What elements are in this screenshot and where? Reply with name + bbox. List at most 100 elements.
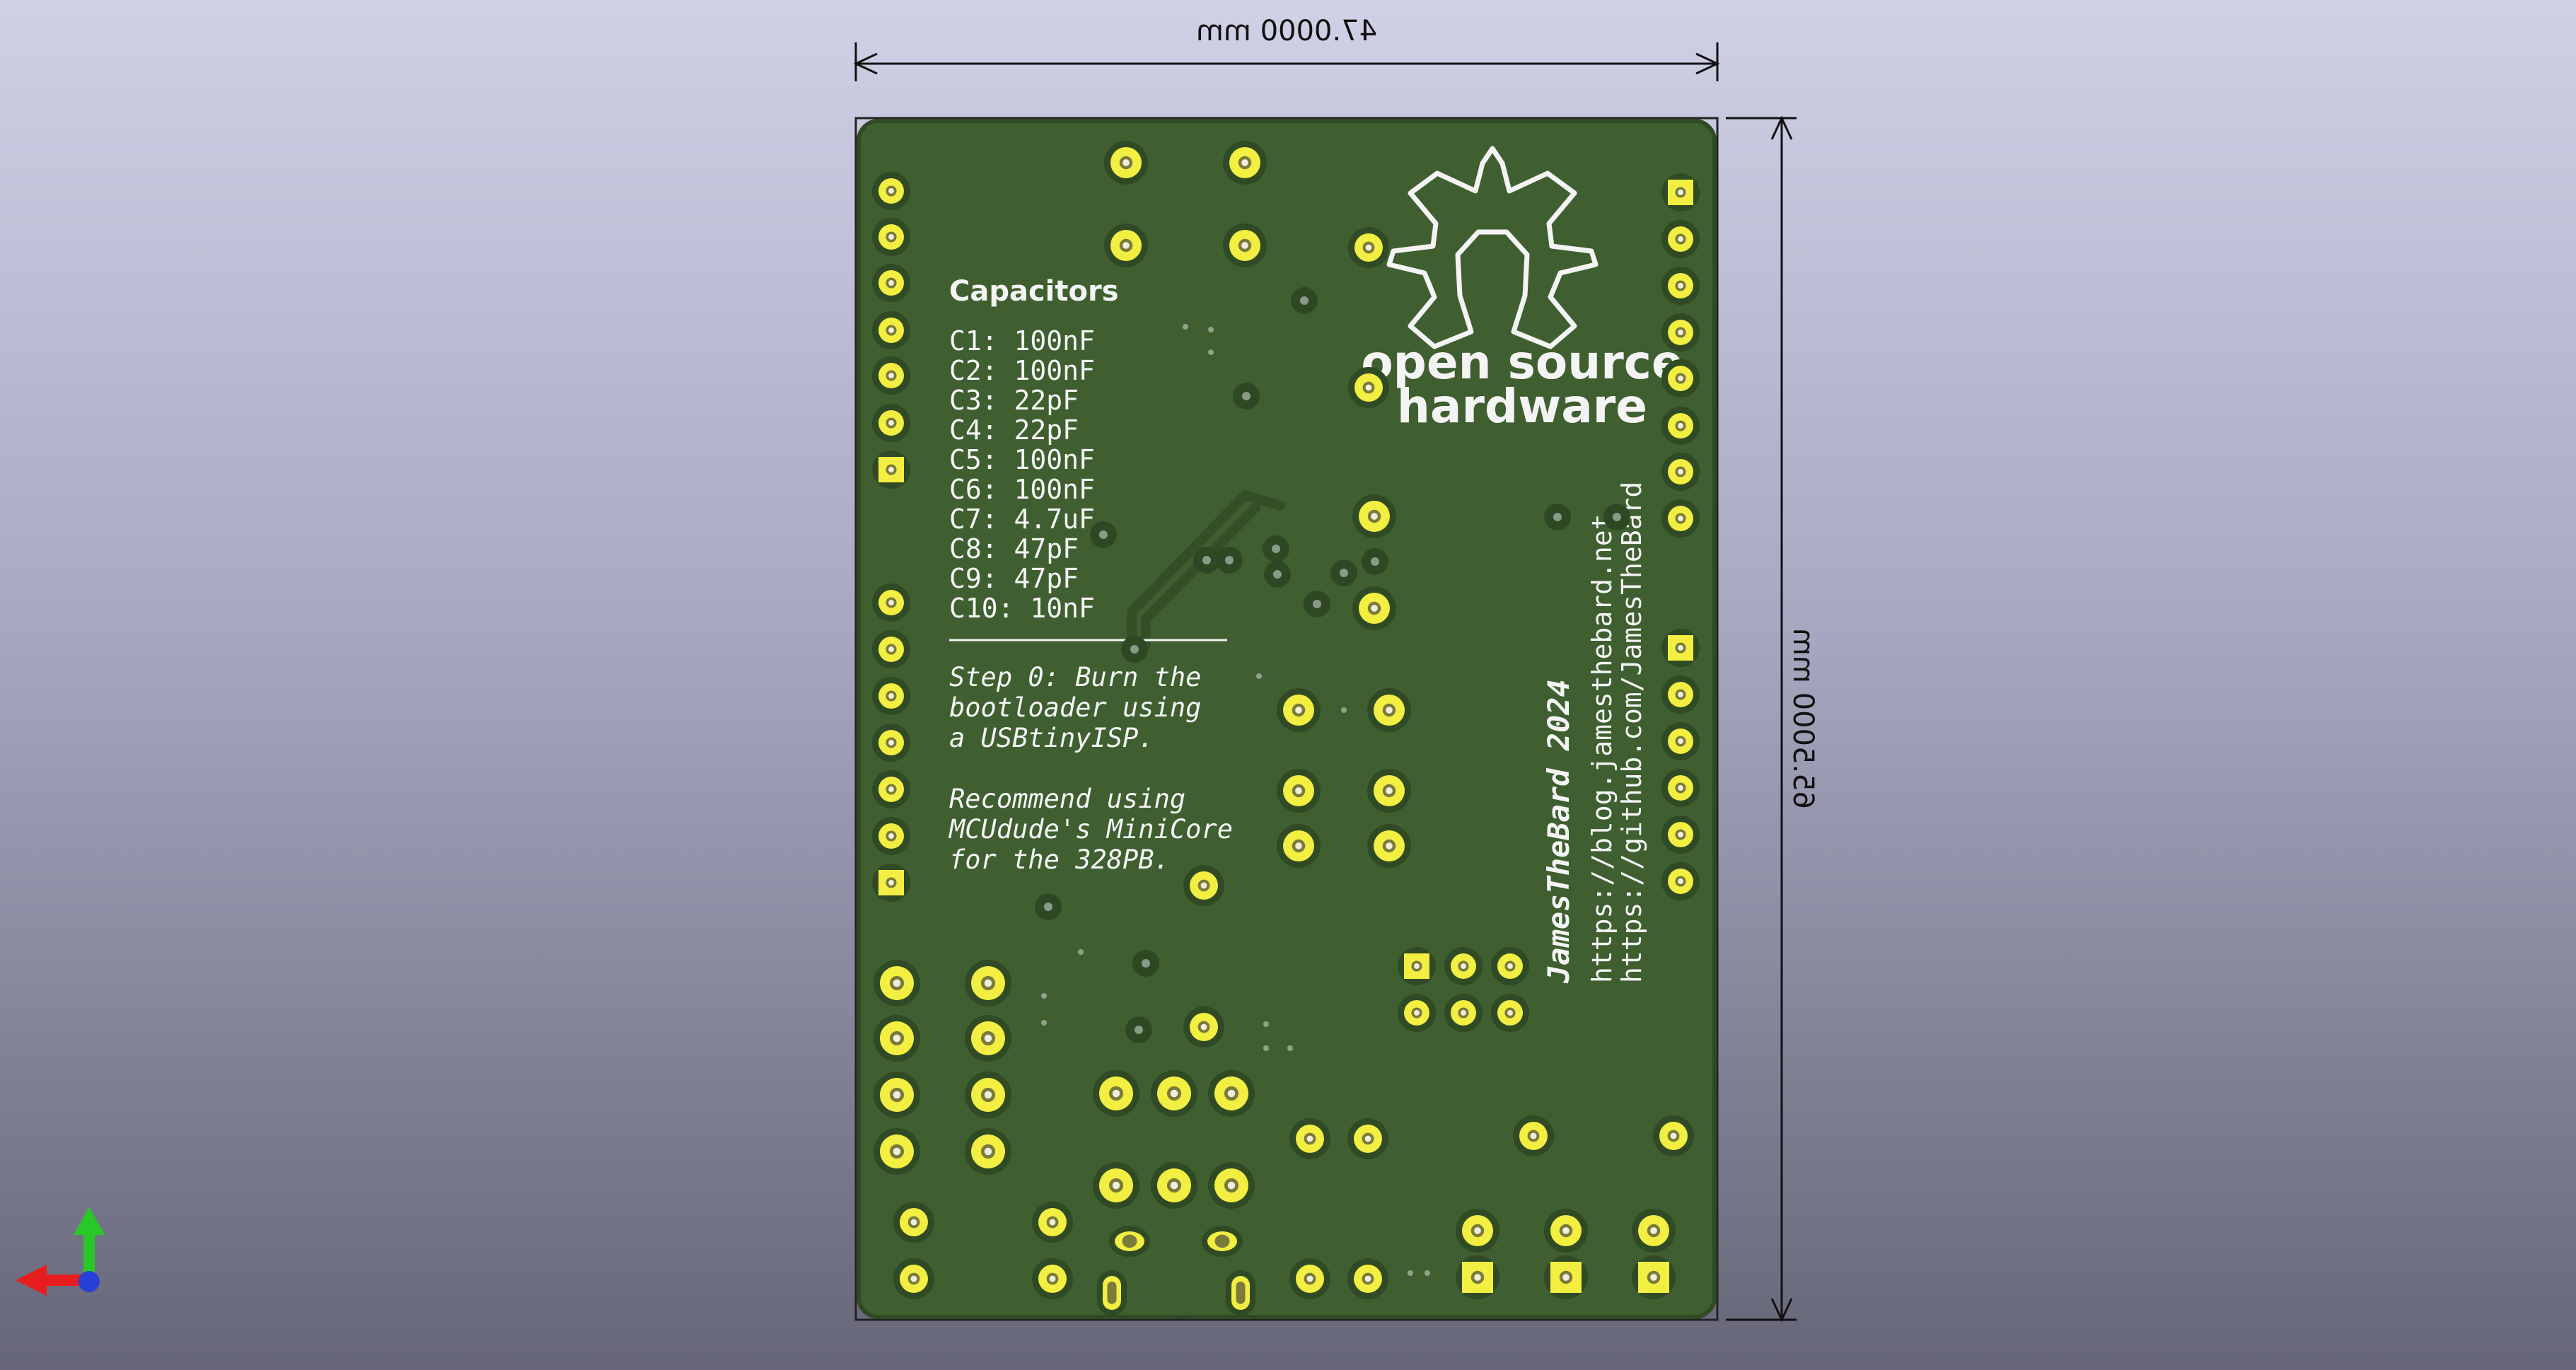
header-pin (872, 356, 910, 395)
pad (1289, 1258, 1330, 1299)
via (1603, 504, 1630, 530)
header-pin (1661, 862, 1700, 900)
pad (893, 1202, 934, 1243)
instruction-line: MCUdude's MiniCore (948, 814, 1233, 844)
micro-via (1208, 327, 1214, 332)
logo-line-2: hardware (1397, 379, 1647, 434)
header-pin (1661, 407, 1700, 445)
height-dimension-label: 65.5000 mm (1787, 628, 1819, 809)
pad (1277, 769, 1321, 813)
pad (1032, 1258, 1073, 1299)
pad (1347, 1258, 1388, 1299)
capacitor-item: C3: 22pF (949, 385, 1079, 416)
power-pad (1632, 1255, 1676, 1299)
pad (874, 1128, 920, 1175)
via (1264, 561, 1291, 588)
pads-layer (872, 141, 1700, 1316)
slot-pad (1109, 1226, 1150, 1257)
pad (1653, 1115, 1694, 1156)
pad (1347, 1118, 1388, 1159)
header-pin (1661, 453, 1700, 491)
via (1125, 1016, 1152, 1043)
header-pin (1661, 769, 1700, 807)
pcb-board-outline (854, 117, 1719, 1321)
header-pin (1661, 815, 1700, 854)
header-pin (872, 584, 910, 622)
isp-pin-1 (1398, 947, 1436, 985)
gear-icon (1386, 146, 1599, 349)
pad (965, 1128, 1011, 1175)
via (1291, 287, 1318, 314)
via (1216, 547, 1243, 574)
instructions: Step 0: Burn the bootloader using a USBt… (948, 662, 1233, 875)
pad (874, 1072, 920, 1118)
pad (1277, 824, 1321, 868)
isp-pin (1491, 994, 1529, 1032)
capacitor-item: C7: 4.7uF (949, 504, 1095, 535)
copper-traces (1127, 490, 1285, 659)
header-pin (872, 311, 910, 349)
logo-line-1: open source (1361, 335, 1683, 390)
slot-pad (1226, 1270, 1255, 1316)
via (1304, 591, 1330, 617)
instruction-line: a USBtinyISP. (949, 723, 1154, 753)
slot-pad (1202, 1226, 1243, 1257)
pad (1348, 367, 1389, 408)
button-pad (1104, 224, 1148, 267)
pad (1093, 1070, 1139, 1117)
via (1362, 548, 1388, 575)
header-pin (872, 404, 910, 442)
pad (1208, 1070, 1255, 1117)
pad (893, 1258, 934, 1299)
capacitor-item: C8: 47pF (949, 533, 1079, 564)
pad (1208, 1162, 1255, 1209)
header-pin (872, 218, 910, 256)
power-pad (1456, 1255, 1499, 1299)
width-dimension-label: 47.0000 mm (1196, 15, 1377, 47)
pad (965, 960, 1011, 1006)
header-pin (872, 770, 910, 808)
header-pin (1661, 220, 1700, 258)
pad (1289, 1118, 1330, 1159)
pad (1151, 1070, 1197, 1117)
via (1330, 559, 1357, 586)
pad (874, 960, 920, 1006)
via (1544, 504, 1571, 530)
capacitors-title: Capacitors (949, 275, 1119, 308)
pad (1367, 824, 1411, 868)
pad (1348, 227, 1389, 268)
micro-via (1041, 1020, 1047, 1026)
slot-pad (1097, 1270, 1127, 1316)
axis-y-shaft (83, 1232, 95, 1282)
pad (1352, 494, 1396, 538)
header-pin-1 (1661, 173, 1700, 211)
micro-via (1263, 1021, 1269, 1027)
header-pin (872, 172, 910, 210)
header-pin (1661, 499, 1700, 538)
height-dimension (1726, 115, 1797, 1323)
capacitor-item: C6: 100nF (949, 474, 1095, 505)
power-pad (1544, 1255, 1588, 1299)
via (1263, 535, 1289, 562)
isp-pin (1398, 994, 1436, 1032)
pad (1367, 688, 1411, 732)
header-pin (872, 724, 910, 762)
micro-via (1256, 673, 1262, 679)
pad (1183, 1006, 1224, 1047)
instruction-line: Step 0: Burn the (949, 662, 1201, 692)
pad (1032, 1202, 1073, 1243)
pad (965, 1072, 1011, 1118)
width-dimension (853, 42, 1720, 81)
power-pad (1632, 1209, 1676, 1253)
axis-z-icon (79, 1271, 100, 1292)
capacitor-item: C2: 100nF (949, 355, 1095, 386)
capacitor-item: C1: 100nF (949, 325, 1095, 356)
via (1121, 636, 1148, 663)
axis-x-shaft (44, 1275, 89, 1286)
header-pin (1661, 675, 1700, 714)
capacitor-item: C10: 10nF (949, 593, 1095, 624)
isp-pin (1491, 947, 1529, 985)
header-pin (1661, 313, 1700, 352)
capacitor-item: C5: 100nF (949, 444, 1095, 475)
